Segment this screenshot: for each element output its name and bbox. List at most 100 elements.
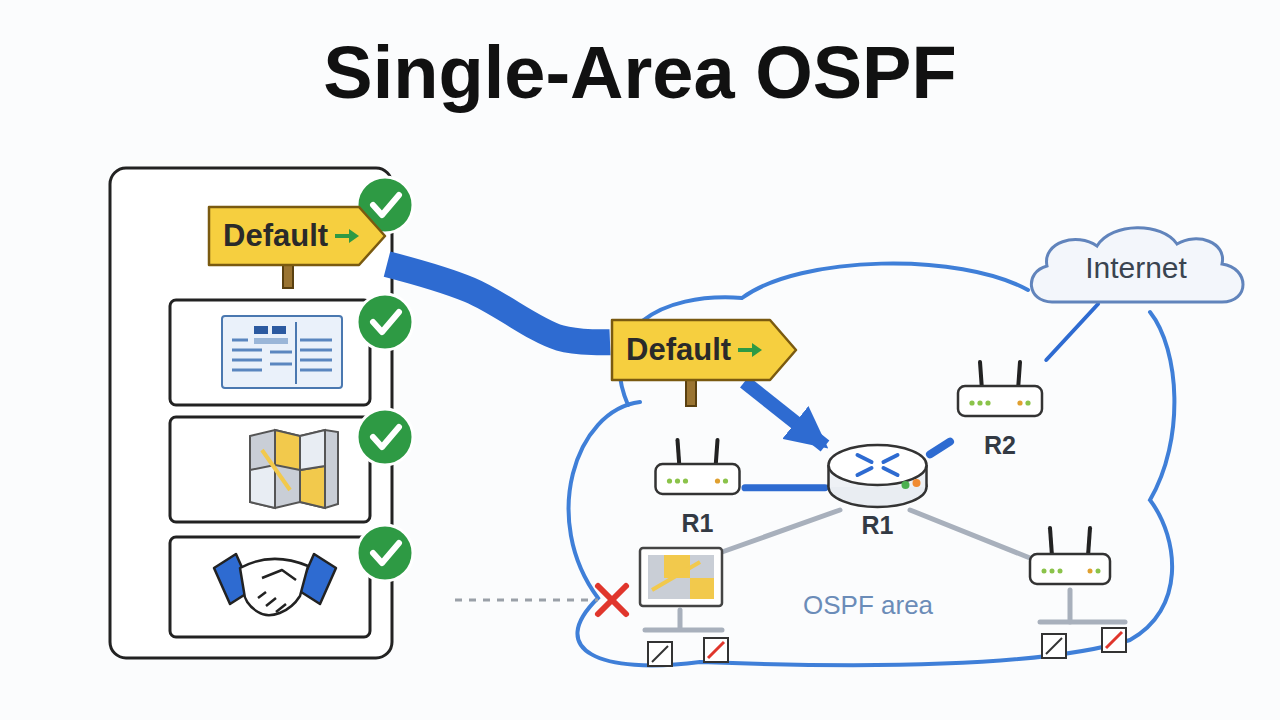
excluded-host (598, 586, 626, 614)
sign-post (686, 380, 696, 406)
access-router (1096, 569, 1101, 574)
check-mark (357, 294, 413, 350)
network-link (744, 382, 825, 446)
sign-board (209, 207, 385, 265)
access-router (1050, 528, 1052, 556)
network-link (1046, 304, 1098, 360)
ospf-area-outline (620, 263, 1028, 405)
port-icon (1042, 634, 1066, 658)
node-content: Default (610, 318, 798, 382)
status-led (667, 478, 672, 483)
check-mark (357, 409, 413, 465)
cloud-outline (1031, 228, 1243, 302)
check-mark (357, 409, 413, 465)
excluded-host (455, 548, 722, 614)
network-link (745, 484, 825, 491)
access-router (1088, 528, 1090, 556)
status-led (715, 478, 720, 483)
excluded-host (648, 555, 714, 599)
router-node: R2 (950, 360, 1050, 460)
status-led (977, 400, 982, 405)
port-icon (1102, 628, 1126, 652)
excluded-host (690, 578, 714, 599)
ospf-area-outline (569, 263, 1175, 665)
database-icon (232, 359, 262, 362)
sign-text: Default (626, 332, 731, 368)
check-mark (357, 294, 413, 350)
port-icon (1106, 632, 1122, 648)
database-icon (300, 359, 332, 362)
network-link (387, 264, 610, 342)
router-arrow (884, 455, 898, 462)
topology-map-icon (250, 430, 338, 508)
lan-link (1040, 620, 1125, 625)
handshake-icon (214, 554, 336, 615)
database-icon (272, 326, 286, 334)
feature-panel (170, 537, 370, 637)
port-icon (652, 646, 668, 662)
node-content: R1 (650, 438, 745, 538)
database-icon (270, 363, 292, 366)
handshake-icon (258, 592, 286, 612)
port-icon (648, 642, 672, 666)
topology-map-icon (262, 450, 290, 490)
excluded-host (598, 586, 626, 614)
lan-link (678, 610, 683, 628)
check-mark (373, 195, 399, 215)
status-led (1025, 400, 1030, 405)
status-led (675, 478, 680, 483)
direction-arrow-head (349, 229, 359, 243)
page-title: Single-Area OSPF (0, 30, 1280, 115)
topology-map-icon (275, 430, 300, 470)
router-top (829, 445, 927, 485)
port-icon (648, 628, 1126, 666)
router-body (958, 386, 1042, 416)
database-icon (254, 338, 288, 344)
excluded-host (455, 599, 598, 602)
direction-arrow-head (752, 343, 762, 357)
feature-panel (110, 168, 392, 658)
router-name: R2 (984, 431, 1016, 460)
database-icon (232, 349, 262, 352)
core-router-node: R1 (825, 435, 930, 540)
router-node: R1 (650, 438, 745, 538)
router-name: R1 (862, 511, 894, 540)
database-icon (270, 351, 292, 354)
router-arrow (858, 455, 872, 462)
handshake-icon (240, 559, 308, 615)
database-icon (300, 369, 332, 372)
lan-link (645, 628, 722, 633)
status-led (1017, 400, 1022, 405)
status-led (902, 481, 910, 489)
status-led (683, 478, 688, 483)
status-led (913, 479, 921, 487)
lan-link (910, 510, 1035, 560)
database-icon (300, 339, 332, 342)
database-icon (254, 326, 268, 334)
access-router (1030, 528, 1110, 584)
feature-panel (110, 168, 392, 658)
check-mark (357, 525, 413, 581)
database-icon (295, 322, 297, 384)
direction-arrow (737, 341, 763, 359)
topology-map-icon (250, 430, 338, 508)
topology-map-icon (250, 465, 275, 508)
topology-map-icon (300, 466, 325, 508)
database-icon (232, 340, 332, 370)
route-sign: Default (610, 318, 798, 382)
handshake-icon (262, 570, 296, 580)
access-router (1030, 554, 1110, 584)
direction-arrow (334, 227, 360, 245)
router-body (656, 464, 740, 494)
excluded-host (640, 548, 722, 606)
sign-post (283, 264, 293, 288)
port-icon (1046, 638, 1062, 654)
access-router (1050, 569, 1055, 574)
area-label: OSPF area (803, 590, 933, 621)
database-icon (232, 339, 248, 342)
lan-link (1068, 590, 1073, 622)
feature-panel (170, 300, 370, 405)
check-mark (373, 312, 399, 332)
route-sign: Default (207, 205, 387, 267)
